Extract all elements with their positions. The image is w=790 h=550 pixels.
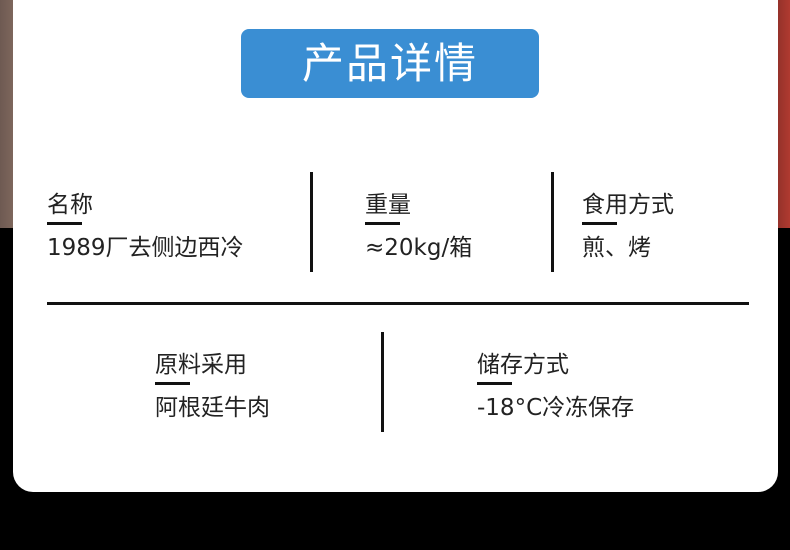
detail-value: -18°C冷冻保存 xyxy=(477,395,635,421)
detail-name: 名称 1989厂去侧边西冷 xyxy=(47,190,244,263)
detail-value: 1989厂去侧边西冷 xyxy=(47,235,244,261)
detail-raw-material: 原料采用 阿根廷牛肉 xyxy=(155,350,270,423)
label-underline xyxy=(155,382,190,385)
column-divider xyxy=(381,332,384,432)
detail-label: 食用方式 xyxy=(582,192,674,218)
detail-storage-method: 储存方式 -18°C冷冻保存 xyxy=(477,350,634,423)
detail-value: 阿根廷牛肉 xyxy=(155,395,270,421)
detail-weight: 重量 ≈20kg/箱 xyxy=(365,190,472,263)
section-title: 产品详情 xyxy=(241,29,539,98)
label-underline xyxy=(477,382,512,385)
detail-cooking-method: 食用方式 煎、烤 xyxy=(582,190,674,263)
row-divider xyxy=(47,302,749,305)
detail-label: 储存方式 xyxy=(477,352,569,378)
detail-label: 重量 xyxy=(365,192,411,218)
column-divider xyxy=(310,172,313,272)
label-underline xyxy=(582,222,617,225)
detail-value: ≈20kg/箱 xyxy=(365,235,473,261)
column-divider xyxy=(551,172,554,272)
detail-label: 名称 xyxy=(47,192,93,218)
label-underline xyxy=(365,222,400,225)
label-underline xyxy=(47,222,82,225)
detail-label: 原料采用 xyxy=(155,352,247,378)
detail-value: 煎、烤 xyxy=(582,235,651,261)
